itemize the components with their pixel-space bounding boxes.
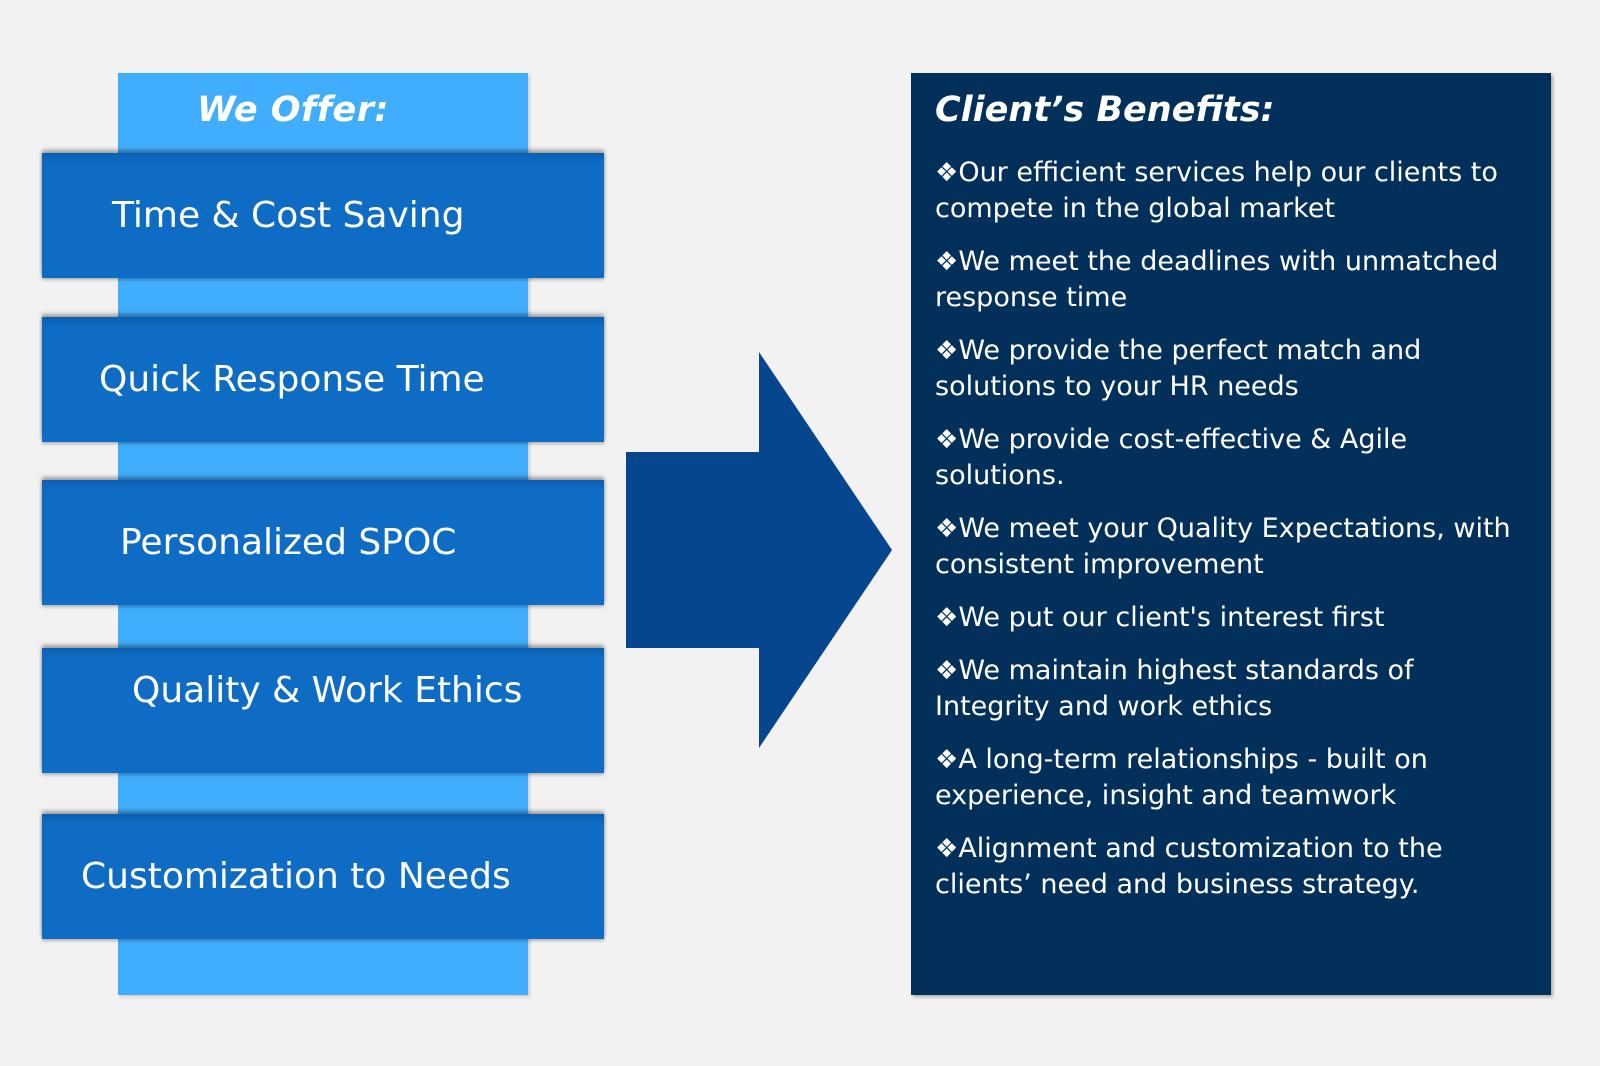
offer-item-personalized-spoc: Personalized SPOC (42, 480, 604, 605)
right-arrow-icon (626, 352, 892, 748)
benefits-title: Client’s Benefits: (935, 90, 1275, 130)
four-diamond-bullet-icon: ❖ (935, 834, 959, 864)
four-diamond-bullet-icon: ❖ (935, 603, 959, 633)
four-diamond-bullet-icon: ❖ (935, 745, 959, 775)
benefit-text: We meet your Quality Expectations, with … (935, 513, 1511, 580)
benefit-item: ❖Alignment and customization to the clie… (935, 831, 1535, 903)
offer-item-label: Quality & Work Ethics (132, 670, 523, 711)
offer-title: We Offer: (197, 90, 389, 130)
benefit-text: We provide cost-effective & Agile soluti… (935, 424, 1408, 491)
offer-item-label: Quick Response Time (99, 359, 485, 400)
offer-item-quick-response-time: Quick Response Time (42, 317, 604, 442)
benefit-text: Our efficient services help our clients … (935, 157, 1498, 224)
benefits-panel (911, 73, 1551, 995)
benefit-item: ❖We provide cost-effective & Agile solut… (935, 422, 1535, 494)
benefit-text: We put our client's interest first (958, 602, 1385, 633)
benefit-item: ❖We meet the deadlines with unmatched re… (935, 244, 1535, 316)
benefit-item: ❖We put our client's interest first (935, 600, 1535, 636)
benefit-text: We provide the perfect match and solutio… (935, 335, 1422, 402)
four-diamond-bullet-icon: ❖ (935, 247, 959, 277)
benefit-text: We meet the deadlines with unmatched res… (935, 246, 1499, 313)
four-diamond-bullet-icon: ❖ (935, 158, 959, 188)
offer-item-label: Customization to Needs (81, 856, 511, 897)
benefit-text: A long-term relationships - built on exp… (935, 744, 1428, 811)
benefit-text: We maintain highest standards of Integri… (935, 655, 1414, 722)
offer-item-quality-work-ethics: Quality & Work Ethics (42, 648, 604, 773)
benefits-list: ❖Our efficient services help our clients… (935, 155, 1535, 920)
four-diamond-bullet-icon: ❖ (935, 656, 959, 686)
offer-item-label: Time & Cost Saving (112, 195, 465, 236)
benefit-item: ❖A long-term relationships - built on ex… (935, 742, 1535, 814)
benefit-item: ❖We meet your Quality Expectations, with… (935, 511, 1535, 583)
four-diamond-bullet-icon: ❖ (935, 425, 959, 455)
benefit-item: ❖We maintain highest standards of Integr… (935, 653, 1535, 725)
four-diamond-bullet-icon: ❖ (935, 514, 959, 544)
four-diamond-bullet-icon: ❖ (935, 336, 959, 366)
offer-item-customization-to-needs: Customization to Needs (42, 814, 604, 939)
offer-item-time-cost-saving: Time & Cost Saving (42, 153, 604, 278)
offer-item-label: Personalized SPOC (120, 522, 457, 563)
benefit-item: ❖Our efficient services help our clients… (935, 155, 1535, 227)
benefit-text: Alignment and customization to the clien… (935, 833, 1443, 900)
benefit-item: ❖We provide the perfect match and soluti… (935, 333, 1535, 405)
